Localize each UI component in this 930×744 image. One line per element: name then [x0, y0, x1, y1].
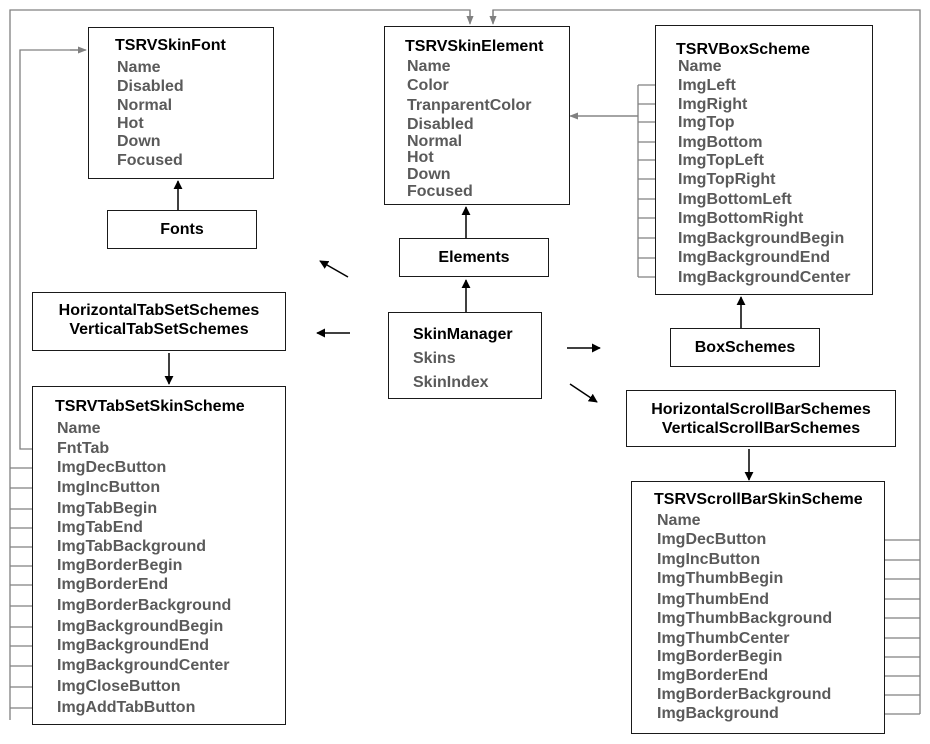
field-name: Name — [657, 512, 701, 529]
field-name: Name — [678, 58, 722, 75]
field-disabled: Disabled — [407, 116, 474, 133]
collection-label-horizontal: HorizontalScrollBarSchemes — [651, 401, 871, 418]
field-imgborderend: ImgBorderEnd — [657, 667, 769, 684]
field-imgdecbutton: ImgDecButton — [57, 459, 167, 476]
field-imgthumbbackground: ImgThumbBackground — [657, 610, 833, 627]
class-title: TSRVSkinFont — [115, 37, 226, 54]
field-imgbackgroundcenter: ImgBackgroundCenter — [57, 657, 230, 674]
field-name: Name — [117, 59, 161, 76]
field-imgbackgroundcenter: ImgBackgroundCenter — [678, 269, 851, 286]
arrow-manager-to-fonts — [319, 260, 349, 278]
field-imgclosebutton: ImgCloseButton — [57, 678, 181, 695]
collection-scrollbar-schemes: HorizontalScrollBarSchemes VerticalScrol… — [626, 390, 896, 447]
field-imgtop: ImgTop — [678, 114, 735, 131]
field-imgthumbcenter: ImgThumbCenter — [657, 630, 790, 647]
field-imgdecbutton: ImgDecButton — [657, 531, 767, 548]
field-imgbackgroundbegin: ImgBackgroundBegin — [678, 230, 845, 247]
collection-label-horizontal: HorizontalTabSetSchemes — [58, 302, 260, 319]
collection-label-vertical: VerticalScrollBarSchemes — [661, 420, 861, 437]
class-tsrvboxscheme: TSRVBoxScheme Name ImgLeft ImgRight ImgT… — [655, 25, 873, 295]
field-imgtopright: ImgTopRight — [678, 171, 776, 188]
class-tsrvskinelement: TSRVSkinElement Name Color TranparentCol… — [384, 26, 570, 205]
collection-label: BoxSchemes — [694, 339, 796, 356]
field-imgtopleft: ImgTopLeft — [678, 152, 764, 169]
field-disabled: Disabled — [117, 78, 184, 95]
field-skins: Skins — [413, 350, 456, 367]
ref-boxscheme-to-skinelement — [573, 84, 655, 278]
field-focused: Focused — [117, 152, 183, 169]
field-imgincbutton: ImgIncButton — [657, 551, 761, 568]
class-title: SkinManager — [413, 326, 513, 343]
collection-label: Fonts — [160, 221, 204, 238]
field-imgbottom: ImgBottom — [678, 134, 763, 151]
field-imgbackgroundbegin: ImgBackgroundBegin — [57, 618, 224, 635]
field-down: Down — [407, 166, 451, 183]
field-focused: Focused — [407, 183, 473, 200]
field-imgincbutton: ImgIncButton — [57, 479, 161, 496]
class-title: TSRVBoxScheme — [676, 41, 810, 58]
class-title: TSRVScrollBarSkinScheme — [654, 491, 863, 508]
class-skinmanager: SkinManager Skins SkinIndex — [388, 312, 542, 399]
field-name: Name — [407, 58, 451, 75]
field-down: Down — [117, 133, 161, 150]
field-imgleft: ImgLeft — [678, 77, 736, 94]
field-imgbackgroundend: ImgBackgroundEnd — [57, 637, 210, 654]
field-tranparentcolor: TranparentColor — [407, 97, 532, 114]
field-imgbottomright: ImgBottomRight — [678, 210, 804, 227]
collection-label: Elements — [438, 249, 510, 266]
class-title: TSRVSkinElement — [405, 38, 544, 55]
field-color: Color — [407, 77, 449, 94]
field-imgborderbegin: ImgBorderBegin — [57, 557, 183, 574]
field-hot: Hot — [407, 149, 434, 166]
field-imgborderbackground: ImgBorderBackground — [657, 686, 832, 703]
class-tsrvskinfont: TSRVSkinFont Name Disabled Normal Hot Do… — [88, 27, 274, 179]
field-imgthumbbegin: ImgThumbBegin — [657, 570, 784, 587]
field-imgaddtabbutton: ImgAddTabButton — [57, 699, 196, 716]
field-fnttab: FntTab — [57, 440, 110, 457]
field-imgborderend: ImgBorderEnd — [57, 576, 169, 593]
field-imgborderbegin: ImgBorderBegin — [657, 648, 783, 665]
field-imgtabend: ImgTabEnd — [57, 519, 143, 536]
field-hot: Hot — [117, 115, 144, 132]
field-name: Name — [57, 420, 101, 437]
ref-fnttab-to-skinfont — [19, 49, 80, 450]
collection-boxschemes: BoxSchemes — [670, 328, 820, 367]
field-skinindex: SkinIndex — [413, 374, 489, 391]
field-normal: Normal — [407, 133, 463, 150]
field-imgthumbend: ImgThumbEnd — [657, 591, 769, 608]
field-imgright: ImgRight — [678, 96, 748, 113]
class-title: TSRVTabSetSkinScheme — [55, 398, 245, 415]
ref-scrollbar-to-skinelement — [492, 9, 921, 715]
class-tsrvtabsetskinscheme: TSRVTabSetSkinScheme Name FntTab ImgDecB… — [32, 386, 286, 725]
collection-fonts: Fonts — [107, 210, 257, 249]
field-imgbottomleft: ImgBottomLeft — [678, 191, 792, 208]
field-imgtabbackground: ImgTabBackground — [57, 538, 207, 555]
collection-tabset-schemes: HorizontalTabSetSchemes VerticalTabSetSc… — [32, 292, 286, 351]
field-imgborderbackground: ImgBorderBackground — [57, 597, 232, 614]
field-imgbackground: ImgBackground — [657, 705, 779, 722]
field-normal: Normal — [117, 97, 173, 114]
class-tsrvscrollbarskinscheme: TSRVScrollBarSkinScheme Name ImgDecButto… — [631, 481, 885, 734]
field-imgtabbegin: ImgTabBegin — [57, 500, 158, 517]
collection-label-vertical: VerticalTabSetSchemes — [69, 321, 249, 338]
ref-tabset-to-skinelement — [9, 9, 471, 720]
arrow-manager-to-scrollbars — [569, 383, 598, 403]
collection-elements: Elements — [399, 238, 549, 277]
field-imgbackgroundend: ImgBackgroundEnd — [678, 249, 831, 266]
